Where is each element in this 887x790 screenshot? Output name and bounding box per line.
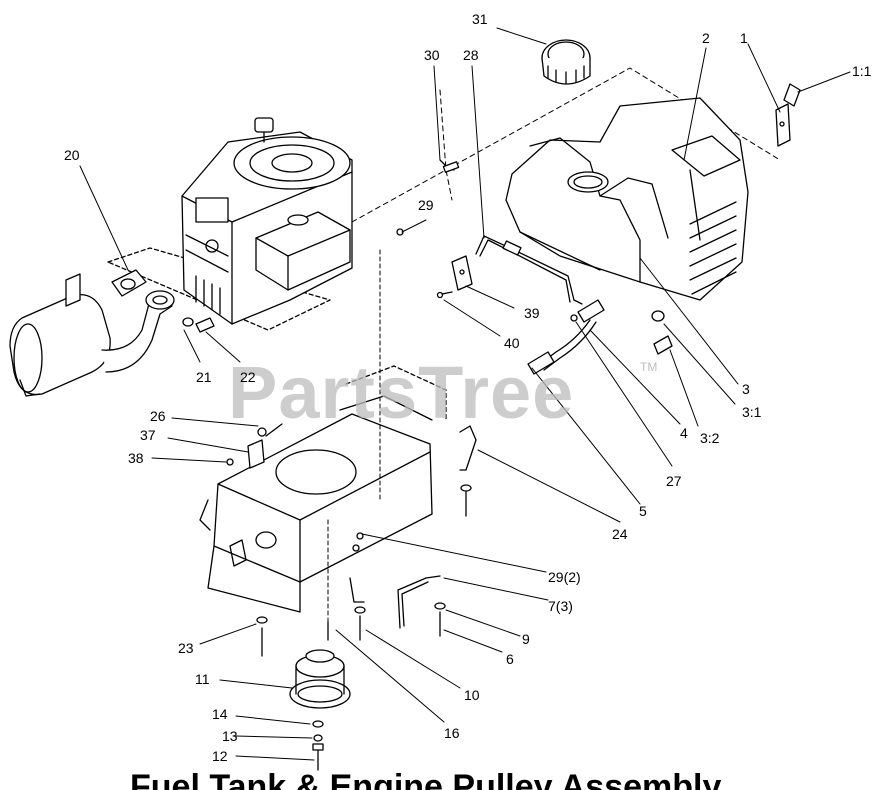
callout-4[interactable]: 4 xyxy=(680,425,688,441)
partstree-watermark: PartsTree xyxy=(228,351,575,434)
callout-13[interactable]: 13 xyxy=(222,728,238,744)
muffler-assembly xyxy=(9,269,215,397)
trademark-mark: TM xyxy=(640,360,658,374)
callout-28[interactable]: 28 xyxy=(463,47,479,63)
callout-22[interactable]: 22 xyxy=(240,369,256,385)
throttle-control xyxy=(775,83,801,147)
callout-27[interactable]: 27 xyxy=(666,473,682,489)
callout-20[interactable]: 20 xyxy=(64,147,80,163)
callout-21[interactable]: 21 xyxy=(196,369,212,385)
callout-leader-lines xyxy=(79,27,851,761)
callout-40[interactable]: 40 xyxy=(504,335,520,351)
callout-1[interactable]: 1 xyxy=(740,30,748,46)
callout-26[interactable]: 26 xyxy=(150,408,166,424)
engine xyxy=(107,117,353,331)
callout-6[interactable]: 6 xyxy=(506,651,514,667)
callout-12[interactable]: 12 xyxy=(212,748,228,764)
callout-1-1[interactable]: 1:1 xyxy=(852,63,872,79)
callout-29[interactable]: 29 xyxy=(418,197,434,213)
callout-14[interactable]: 14 xyxy=(212,706,228,722)
callout-11[interactable]: 11 xyxy=(195,671,210,687)
diagram-title: Fuel Tank & Engine Pulley Assembly xyxy=(130,768,722,790)
callout-39[interactable]: 39 xyxy=(524,305,540,321)
engine-deck xyxy=(199,249,447,631)
callout-30[interactable]: 30 xyxy=(424,47,440,63)
callout-31[interactable]: 31 xyxy=(472,11,488,27)
callout-7-3[interactable]: 7(3) xyxy=(548,598,573,614)
callout-23[interactable]: 23 xyxy=(178,640,194,656)
callout-3[interactable]: 3 xyxy=(742,381,750,397)
callout-10[interactable]: 10 xyxy=(464,687,480,703)
callout-5[interactable]: 5 xyxy=(639,503,647,519)
callout-2[interactable]: 2 xyxy=(702,30,710,46)
callout-37[interactable]: 37 xyxy=(140,427,156,443)
callout-38[interactable]: 38 xyxy=(128,450,144,466)
callout-3-2[interactable]: 3:2 xyxy=(700,430,720,446)
callout-29-2[interactable]: 29(2) xyxy=(548,569,581,585)
fuel-line-assembly xyxy=(436,159,605,375)
callout-24[interactable]: 24 xyxy=(612,526,628,542)
fuel-cap xyxy=(541,39,591,85)
callout-9[interactable]: 9 xyxy=(522,631,530,647)
callout-16[interactable]: 16 xyxy=(444,725,460,741)
callout-3-1[interactable]: 3:1 xyxy=(742,404,762,420)
fuel-tank xyxy=(505,97,749,355)
hardware xyxy=(256,228,477,657)
engine-pulley xyxy=(289,649,351,771)
